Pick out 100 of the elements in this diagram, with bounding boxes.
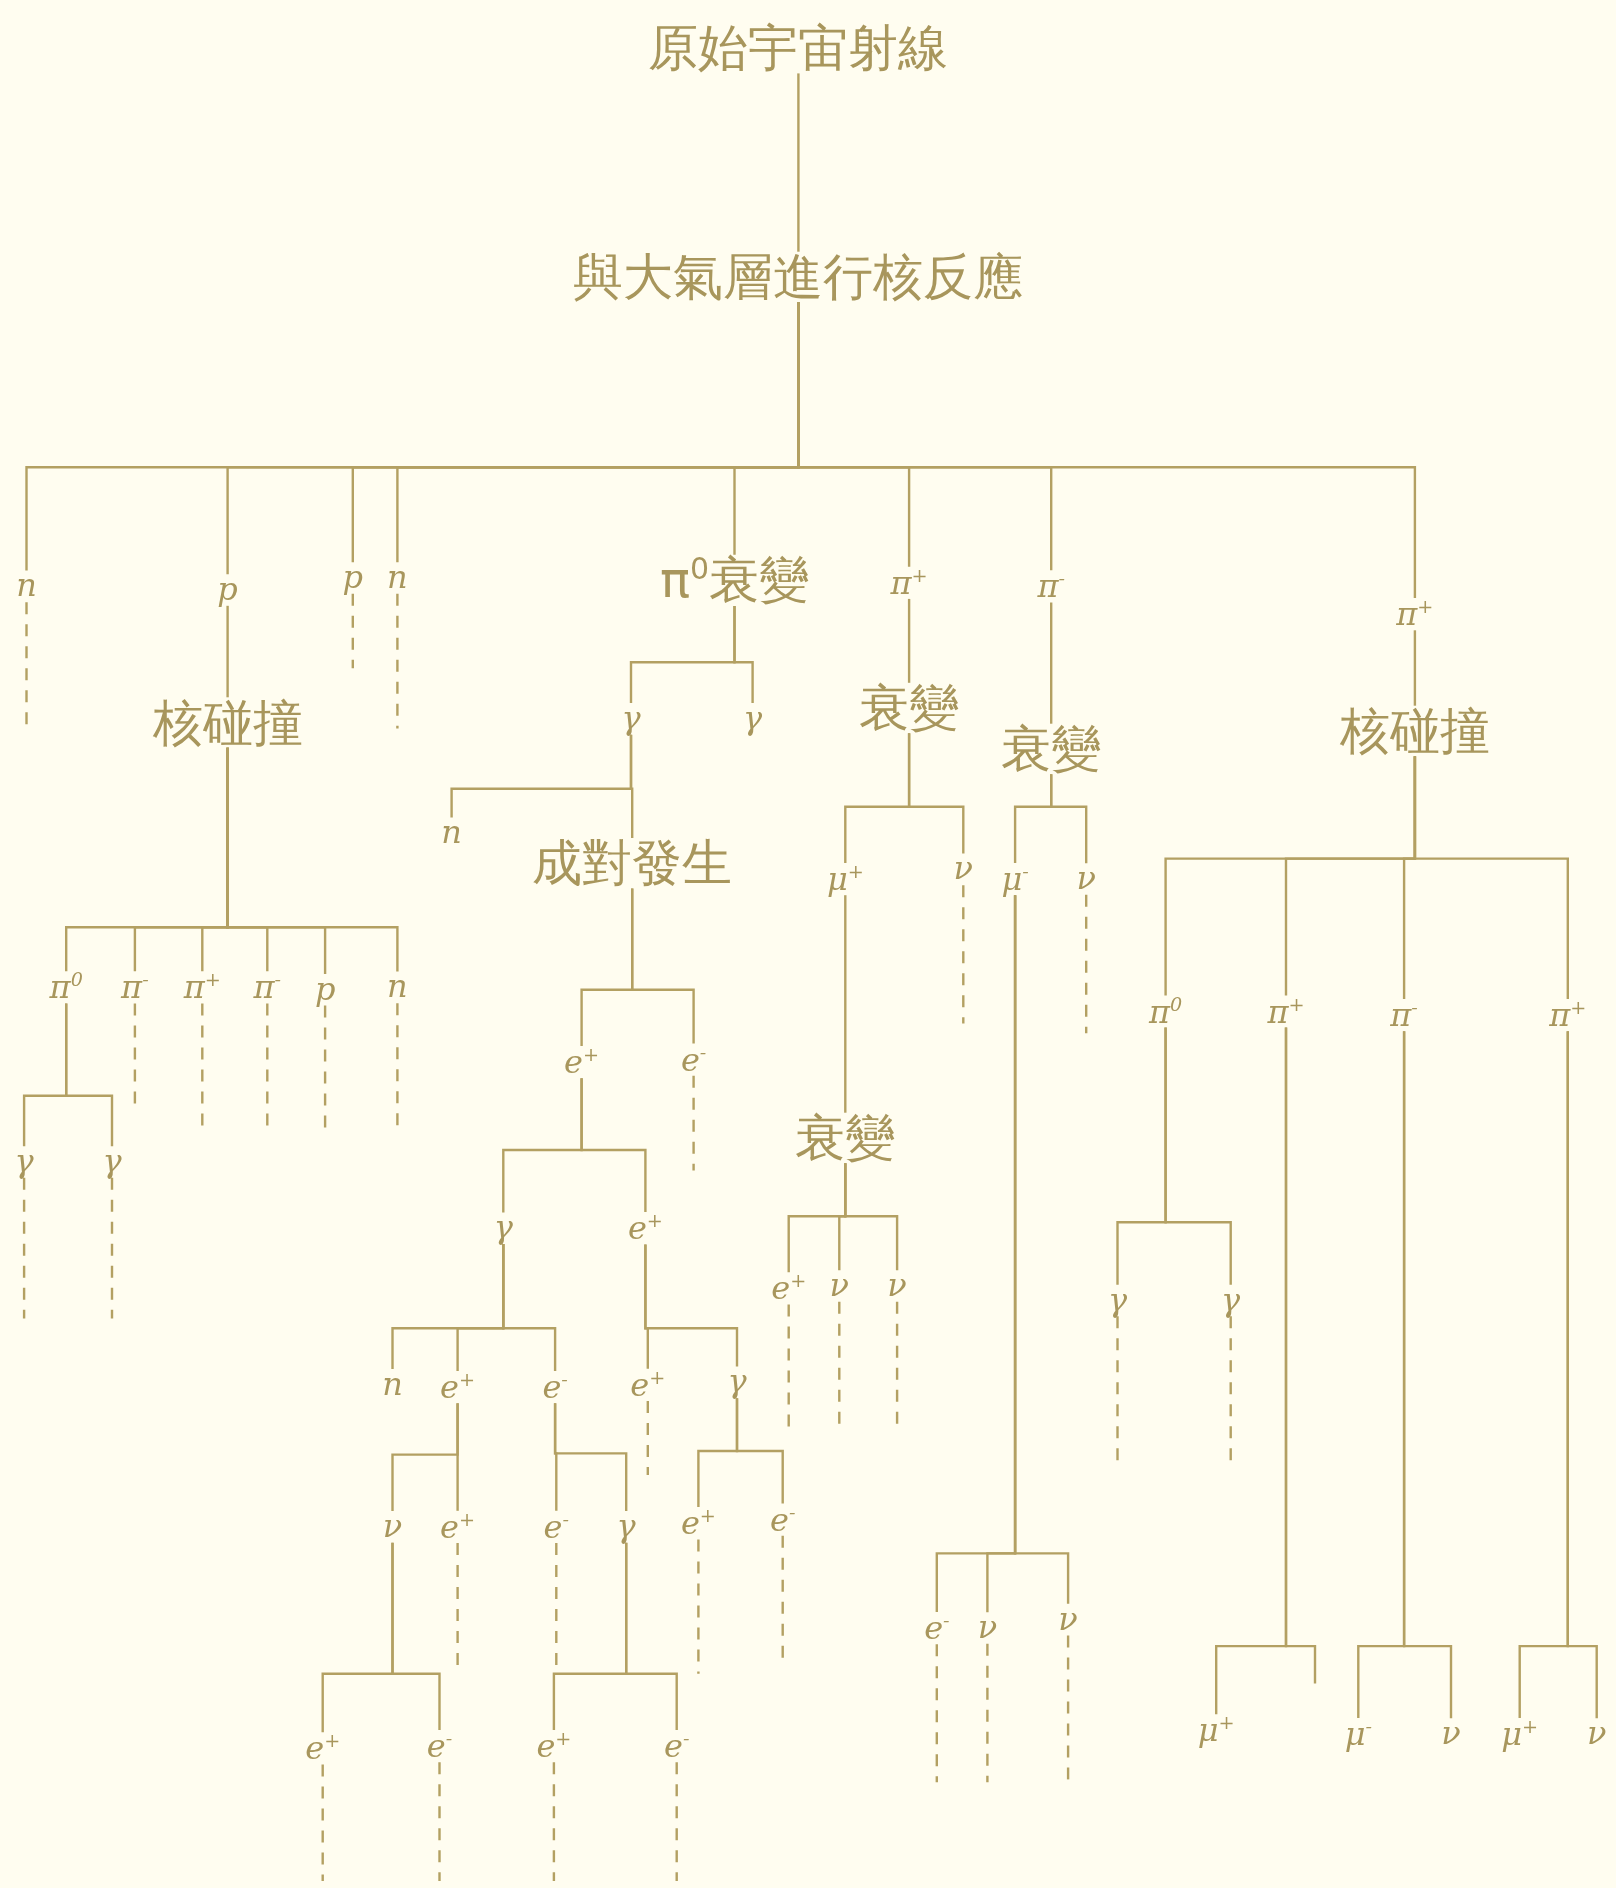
particle-label: e$^{+}$ bbox=[627, 1365, 669, 1404]
branch-line bbox=[1050, 602, 1053, 724]
track-line bbox=[962, 885, 965, 1024]
particle-label: e$^{+}$ bbox=[624, 1209, 666, 1248]
particle-label: μ$^{-}$ bbox=[998, 859, 1032, 899]
process-label: 與大氣層進行核反應 bbox=[570, 248, 1027, 306]
track-line bbox=[396, 593, 399, 729]
track-line bbox=[351, 593, 354, 669]
particle-label: π$^{0}$ bbox=[46, 968, 86, 1007]
branch-line bbox=[226, 747, 399, 972]
particle-label: π$^{+}$ bbox=[1546, 996, 1590, 1035]
particle-label: p bbox=[214, 571, 241, 609]
branch-line bbox=[1284, 1027, 1317, 1684]
branch-line bbox=[844, 895, 847, 1113]
track-line bbox=[838, 1301, 841, 1427]
track-line bbox=[646, 1400, 649, 1476]
track-line bbox=[895, 1301, 899, 1427]
branch-line bbox=[1013, 895, 1070, 1604]
track-line bbox=[675, 1762, 678, 1881]
particle-label: n bbox=[384, 559, 411, 597]
particle-label: e$^{+}$ bbox=[302, 1729, 344, 1768]
track-line bbox=[986, 1643, 989, 1783]
branch-line bbox=[553, 1403, 628, 1512]
branch-line bbox=[797, 302, 1417, 598]
particle-label: e$^{-}$ bbox=[921, 1608, 953, 1648]
track-line bbox=[201, 1003, 204, 1126]
particle-label: ν bbox=[1055, 1600, 1081, 1639]
branch-line bbox=[391, 1542, 441, 1730]
branch-line bbox=[644, 1244, 739, 1367]
particle-label: e$^{+}$ bbox=[768, 1269, 810, 1308]
particle-label: γ bbox=[1218, 1281, 1244, 1320]
branch-line bbox=[907, 733, 965, 854]
particle-label: π$^{-}$ bbox=[1034, 567, 1068, 606]
particle-label: γ bbox=[490, 1209, 516, 1248]
branch-line bbox=[629, 734, 634, 839]
particle-label: n bbox=[13, 567, 40, 606]
branch-line bbox=[456, 1403, 459, 1511]
branch-line bbox=[226, 605, 229, 698]
track-line bbox=[22, 1177, 26, 1319]
particle-label: e$^{+}$ bbox=[437, 1368, 479, 1407]
particle-label: γ bbox=[1104, 1281, 1131, 1320]
particle-label: p bbox=[339, 559, 367, 597]
branch-line bbox=[625, 1542, 678, 1730]
particle-label: ν bbox=[950, 850, 977, 889]
particle-label: γ bbox=[11, 1143, 37, 1181]
particle-label: p bbox=[311, 971, 339, 1009]
branch-line bbox=[580, 1078, 647, 1213]
track-line bbox=[321, 1764, 324, 1881]
track-line bbox=[787, 1304, 790, 1427]
track-line bbox=[552, 1762, 556, 1881]
particle-label: ν bbox=[826, 1267, 852, 1305]
branch-line bbox=[1050, 774, 1088, 864]
particle-label: ν bbox=[1438, 1715, 1464, 1753]
particle-label: μ$^{+}$ bbox=[1498, 1714, 1542, 1754]
particle-label: e$^{+}$ bbox=[533, 1726, 575, 1766]
particle-label: e$^{+}$ bbox=[561, 1042, 603, 1082]
particle-label: π$^{-}$ bbox=[1387, 996, 1421, 1035]
particle-label: γ bbox=[740, 700, 766, 738]
branch-line bbox=[502, 1244, 557, 1372]
particle-label: μ$^{-}$ bbox=[1341, 1714, 1375, 1754]
particle-label: e$^{-}$ bbox=[661, 1726, 693, 1766]
particle-label: e$^{-}$ bbox=[767, 1500, 799, 1539]
particle-label: e$^{-}$ bbox=[677, 1040, 710, 1079]
track-line bbox=[266, 1003, 269, 1126]
branch-line bbox=[631, 888, 695, 1044]
particle-label: ν bbox=[1584, 1715, 1610, 1753]
particle-label: γ bbox=[724, 1363, 750, 1402]
particle-label: ν bbox=[1073, 860, 1099, 898]
track-line bbox=[110, 1177, 114, 1319]
track-line bbox=[133, 1003, 137, 1106]
particle-label: n bbox=[384, 968, 411, 1007]
particle-label: γ bbox=[99, 1143, 125, 1181]
particle-label: ν bbox=[974, 1609, 1001, 1647]
particle-label: e$^{-}$ bbox=[540, 1507, 572, 1546]
track-line bbox=[1085, 894, 1088, 1034]
particle-label: μ$^{+}$ bbox=[1194, 1711, 1238, 1750]
particle-label: π$^{+}$ bbox=[1393, 595, 1437, 634]
particle-label: ν bbox=[884, 1267, 910, 1305]
branch-line bbox=[1164, 1027, 1232, 1285]
branch-line bbox=[1413, 630, 1417, 706]
branch-line bbox=[733, 606, 754, 704]
branch-line bbox=[735, 1398, 784, 1504]
branch-line bbox=[1402, 1031, 1453, 1719]
track-line bbox=[692, 1075, 695, 1171]
branch-line bbox=[1413, 756, 1569, 999]
particle-label: π$^{0}$ bbox=[1146, 992, 1186, 1031]
particle-label: π$^{-}$ bbox=[250, 968, 285, 1007]
track-line bbox=[456, 1543, 459, 1668]
particle-label: ν bbox=[379, 1508, 406, 1546]
particle-label: e$^{+}$ bbox=[437, 1507, 479, 1546]
branch-line bbox=[797, 73, 800, 252]
particle-label: e$^{-}$ bbox=[539, 1368, 571, 1407]
process-label: 成對發生 bbox=[529, 835, 736, 892]
process-label: 原始宇宙射線 bbox=[645, 19, 952, 77]
particle-label: γ bbox=[618, 700, 644, 738]
particle-label: n bbox=[438, 814, 465, 853]
track-line bbox=[555, 1543, 558, 1668]
particle-label: e$^{-}$ bbox=[423, 1726, 456, 1766]
particle-label: μ$^{+}$ bbox=[823, 859, 867, 899]
track-line bbox=[935, 1644, 938, 1783]
